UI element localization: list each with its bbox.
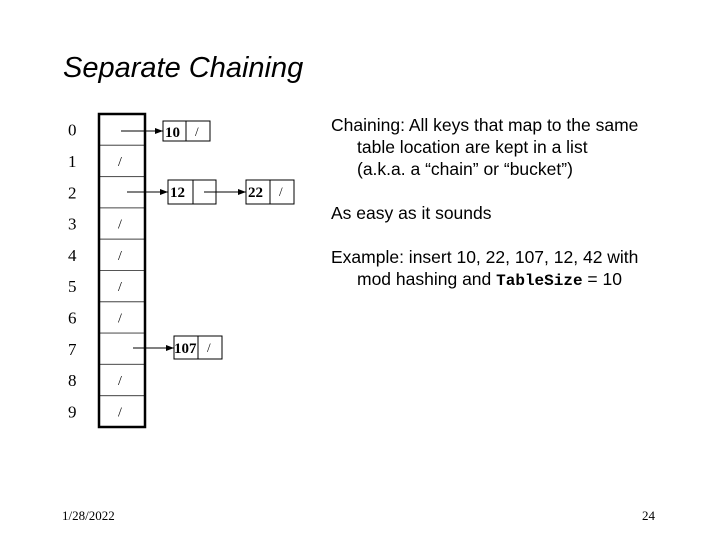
bullet-text: mod hashing and TableSize = 10 xyxy=(331,268,711,292)
slot-index: 5 xyxy=(68,277,77,296)
bullet-text: (a.k.a. a “chain” or “bucket”) xyxy=(357,159,573,179)
node-key: 22 xyxy=(248,185,263,201)
slot-index: 8 xyxy=(68,371,77,390)
list-node-22: 22 / xyxy=(245,179,295,205)
bullet-text: table location are kept in a list xyxy=(357,137,588,157)
slide-number: 24 xyxy=(642,508,655,523)
slot-index: 9 xyxy=(68,402,77,421)
table-slot xyxy=(98,301,146,334)
null-pointer: / xyxy=(207,340,211,355)
bullet-example: Example: insert 10, 22, 107, 12, 42 with… xyxy=(331,246,711,292)
null-pointer: / xyxy=(118,155,122,170)
node-key: 12 xyxy=(170,185,185,201)
slot-index: 1 xyxy=(68,152,77,171)
null-pointer: / xyxy=(118,405,122,420)
bullet-easy: As easy as it sounds xyxy=(331,202,711,224)
text-span: mod hashing and xyxy=(357,269,497,289)
footer-date: 1/28/2022 xyxy=(62,508,115,523)
slot-index: 3 xyxy=(68,215,77,234)
slot-index: 6 xyxy=(68,308,77,327)
table-border xyxy=(97,112,147,429)
node-key: 107 xyxy=(174,341,197,357)
bullet-chaining: Chaining: All keys that map to the same … xyxy=(331,114,711,180)
slide-body: Chaining: All keys that map to the same … xyxy=(331,114,711,314)
null-pointer: / xyxy=(279,184,283,199)
bullet-text: Chaining: All keys that map to the same xyxy=(331,115,639,135)
list-node-107: 107 / xyxy=(173,335,223,360)
table-slot xyxy=(98,332,146,365)
slide-title: Separate Chaining xyxy=(63,52,304,84)
table-slot xyxy=(98,238,146,271)
bullet-text: As easy as it sounds xyxy=(331,203,492,223)
slot-index: 0 xyxy=(68,121,77,140)
null-pointer: / xyxy=(118,374,122,389)
code-tablesize: TableSize xyxy=(496,272,583,290)
node-key: 10 xyxy=(165,125,180,141)
text-span: = 10 xyxy=(582,269,622,289)
null-pointer: / xyxy=(118,249,122,264)
null-pointer: / xyxy=(118,280,122,295)
table-slot xyxy=(98,363,146,397)
table-slot xyxy=(98,270,146,303)
table-slot xyxy=(98,207,146,240)
null-pointer: / xyxy=(118,218,122,233)
slot-index: 4 xyxy=(68,246,77,265)
null-pointer: / xyxy=(195,124,199,139)
table-slot xyxy=(98,144,146,178)
slot-index: 7 xyxy=(68,340,77,359)
table-slot xyxy=(98,395,146,428)
list-node-10: 10 / xyxy=(162,120,211,142)
slot-index: 2 xyxy=(68,183,77,202)
table-slot xyxy=(98,113,146,146)
bullet-text: Example: insert 10, 22, 107, 12, 42 with xyxy=(331,247,639,267)
hash-table-array: 0 1 / 2 3 / 4 / 5 / 6 / 7 8 / 9 / xyxy=(68,112,147,429)
null-pointer: / xyxy=(118,311,122,326)
